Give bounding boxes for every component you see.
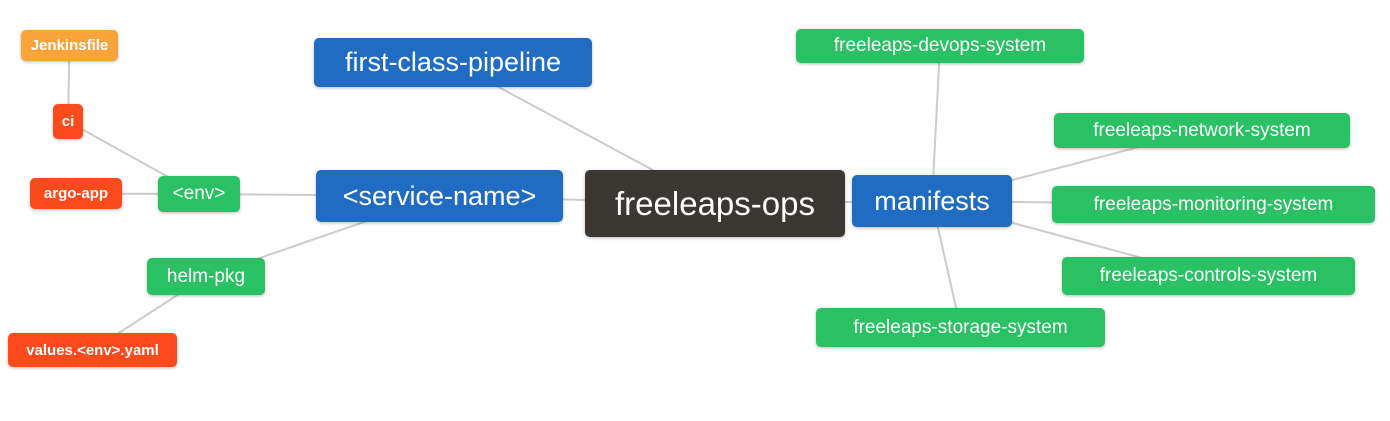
mindmap-node-freeleaps-storage-system[interactable]: freeleaps-storage-system [816, 308, 1105, 347]
node-label: freeleaps-devops-system [833, 35, 1047, 56]
mindmap-node-freeleaps-ops[interactable]: freeleaps-ops [585, 170, 845, 237]
mindmap-node-first-class-pipeline[interactable]: first-class-pipeline [314, 38, 592, 87]
mindmap-node-freeleaps-controls-system[interactable]: freeleaps-controls-system [1062, 257, 1355, 295]
mindmap-node-helm-pkg[interactable]: helm-pkg [147, 258, 265, 295]
node-label: freeleaps-monitoring-system [1093, 193, 1334, 215]
mindmap-node-env[interactable]: <env> [158, 176, 240, 212]
node-label: <service-name> [342, 180, 537, 211]
node-label: freeleaps-network-system [1093, 119, 1311, 141]
node-label: values.<env>.yaml [26, 341, 159, 359]
mindmap-node-values-env-yaml[interactable]: values.<env>.yaml [8, 333, 177, 367]
mindmap-node-freeleaps-devops-system[interactable]: freeleaps-devops-system [796, 29, 1084, 63]
node-label: Jenkinsfile [30, 37, 109, 54]
node-label: freeleaps-controls-system [1099, 265, 1318, 286]
mindmap-node-argo-app[interactable]: argo-app [30, 178, 122, 209]
node-label: argo-app [43, 185, 109, 202]
mindmap-node-ci[interactable]: ci [53, 104, 83, 139]
node-label: ci [61, 113, 75, 130]
mindmap-node-freeleaps-network-system[interactable]: freeleaps-network-system [1054, 113, 1350, 148]
node-label: helm-pkg [166, 265, 246, 287]
node-label: <env> [172, 183, 226, 204]
node-label: first-class-pipeline [344, 47, 562, 77]
node-label: freeleaps-ops [615, 184, 815, 222]
mindmap-node-service-name[interactable]: <service-name> [316, 170, 563, 222]
mindmap-node-jenkinsfile[interactable]: Jenkinsfile [21, 30, 118, 61]
mindmap-node-freeleaps-monitoring-system[interactable]: freeleaps-monitoring-system [1052, 186, 1375, 223]
node-label: freeleaps-storage-system [853, 316, 1068, 338]
mindmap-node-manifests[interactable]: manifests [852, 175, 1012, 227]
node-label: manifests [874, 185, 990, 216]
